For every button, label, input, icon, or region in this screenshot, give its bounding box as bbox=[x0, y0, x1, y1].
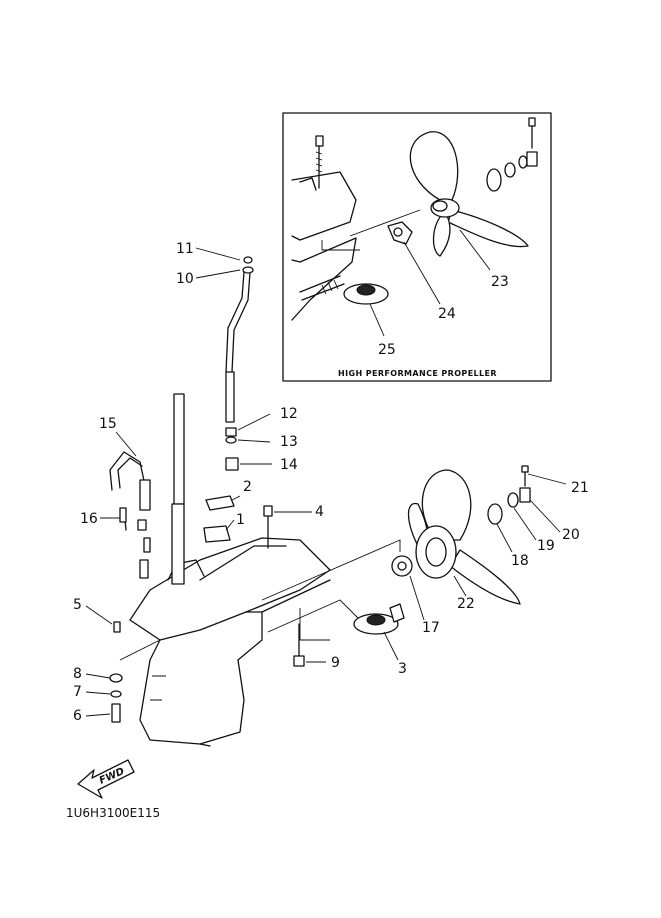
drive-shaft bbox=[173, 393, 185, 505]
fwd-arrow: FWD bbox=[77, 759, 135, 799]
callout-12: 12 bbox=[280, 406, 298, 422]
callout-13: 13 bbox=[280, 434, 298, 450]
callout-18: 18 bbox=[511, 553, 529, 569]
callout-24: 24 bbox=[438, 306, 456, 322]
callout-4: 4 bbox=[315, 504, 324, 520]
callout-23: 23 bbox=[491, 274, 509, 290]
callout-21: 21 bbox=[571, 480, 589, 496]
callout-25: 25 bbox=[378, 342, 396, 358]
callout-11: 11 bbox=[176, 241, 194, 257]
callout-2: 2 bbox=[243, 479, 252, 495]
propeller-assembly bbox=[353, 465, 567, 661]
callout-leaders bbox=[85, 247, 326, 717]
callout-22: 22 bbox=[457, 596, 475, 612]
inset-frame bbox=[282, 112, 552, 382]
callout-6: 6 bbox=[73, 708, 82, 724]
inset-caption: HIGH PERFORMANCE PROPELLER bbox=[338, 369, 497, 378]
inset-high-performance-propeller: 23 24 25 HIGH PERFORMANCE PROPELLER bbox=[282, 112, 552, 382]
callout-16: 16 bbox=[80, 511, 98, 527]
callout-10: 10 bbox=[176, 271, 194, 287]
callout-8: 8 bbox=[73, 666, 82, 682]
callout-19: 19 bbox=[537, 538, 555, 554]
lower-unit-housing bbox=[109, 256, 401, 747]
callout-5: 5 bbox=[73, 597, 82, 613]
callout-17: 17 bbox=[422, 620, 440, 636]
drawing-code: 1U6H3100E115 bbox=[66, 806, 160, 820]
callout-9: 9 bbox=[331, 655, 340, 671]
callout-7: 7 bbox=[73, 684, 82, 700]
callout-15: 15 bbox=[99, 416, 117, 432]
callout-14: 14 bbox=[280, 457, 298, 473]
callout-1: 1 bbox=[236, 512, 245, 528]
callout-3: 3 bbox=[398, 661, 407, 677]
callout-20: 20 bbox=[562, 527, 580, 543]
